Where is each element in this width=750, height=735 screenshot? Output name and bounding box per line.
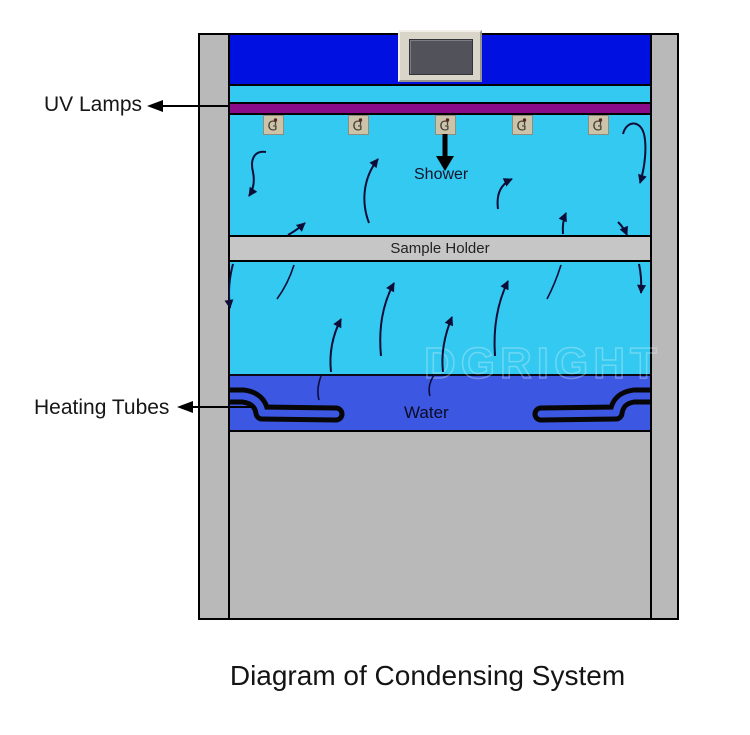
svg-text:G: G xyxy=(268,120,278,135)
upper-vapor-chamber xyxy=(230,115,650,235)
lower-vapor-chamber xyxy=(230,262,650,374)
svg-text:G: G xyxy=(353,120,363,135)
svg-text:G: G xyxy=(440,120,450,135)
uv-lamps-label: UV Lamps xyxy=(44,93,143,116)
watermark: DGRIGHT xyxy=(423,338,662,389)
left-frame-column xyxy=(200,35,230,618)
svg-text:G: G xyxy=(517,120,527,135)
upper-cyan-strip xyxy=(230,86,650,102)
spray-nozzle-icon: G xyxy=(588,115,609,135)
water-label: Water xyxy=(404,403,449,422)
shower-label: Shower xyxy=(414,166,469,183)
sample-holder-bar: Sample Holder xyxy=(230,235,650,262)
spray-nozzle-icon: G xyxy=(435,115,456,135)
spray-nozzle-icon: G xyxy=(348,115,369,135)
spray-nozzle-icon: G xyxy=(263,115,284,135)
svg-text:G: G xyxy=(593,120,603,135)
diagram-caption: Diagram of Condensing System xyxy=(229,660,626,691)
right-frame-column xyxy=(650,35,677,618)
uv-lamp-stripe xyxy=(230,102,650,115)
heating-tubes-pointer-arrowhead-icon xyxy=(177,401,193,413)
display-screen-icon xyxy=(409,39,473,75)
spray-nozzle-icon: G xyxy=(512,115,533,135)
uv-lamps-pointer-arrowhead-icon xyxy=(147,100,163,112)
machine-base xyxy=(230,432,650,618)
heating-tubes-label: Heating Tubes xyxy=(34,396,170,419)
control-display-panel xyxy=(398,30,482,82)
